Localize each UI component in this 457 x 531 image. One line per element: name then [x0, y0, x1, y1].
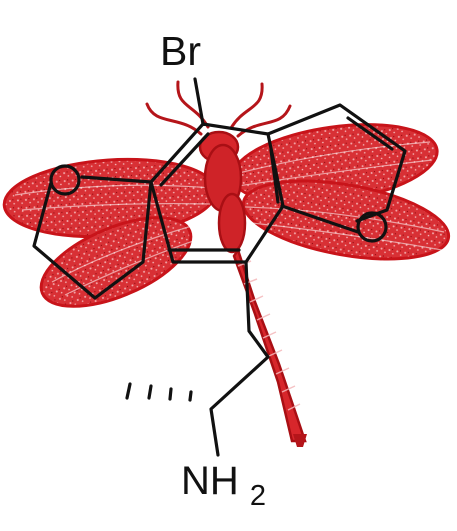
- amine-label: NH 2: [181, 459, 266, 512]
- bromine-label: Br: [160, 28, 201, 74]
- molecule-structure: Br NH 2: [32, 28, 407, 512]
- amine-subscript-label: 2: [250, 480, 266, 512]
- left-ring-bonds: [32, 175, 153, 300]
- side-chain-bonds: [209, 260, 270, 457]
- dragonfly-body: [203, 143, 307, 447]
- right-oxygen-ring-atom: [356, 211, 388, 243]
- right-ring-connector: [280, 204, 360, 234]
- left-oxygen-ring-atom: [49, 164, 81, 196]
- dragonfly-right-hindwing: [241, 179, 451, 261]
- left-aromatic-double-bonds: [159, 132, 280, 252]
- bond-bromine: [193, 77, 205, 126]
- amine-main-label: NH: [181, 459, 239, 503]
- stereo-hash-bond: [125, 382, 193, 402]
- right-aromatic-double-bond: [346, 116, 394, 151]
